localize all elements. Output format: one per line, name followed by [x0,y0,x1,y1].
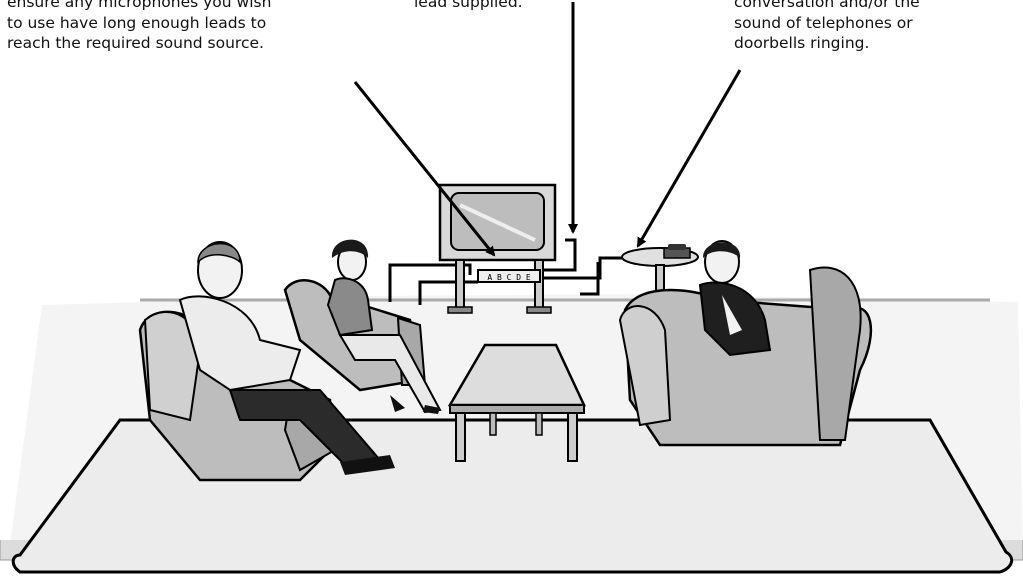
callout-conversation: conversation and/or the sound of telepho… [734,0,920,54]
connection-device: A B C D E [477,269,541,283]
callout-line: to use have long enough leads to [7,13,267,32]
woman-figure [326,239,442,414]
callout-line: lead supplied. [414,0,523,11]
television [438,183,557,314]
callout-line: conversation and/or the [734,0,920,11]
right-armchair [618,266,873,447]
arrow-to-telephone [636,69,742,248]
callout-lead-supplied: lead supplied. [414,0,523,13]
callout-line: reach the required sound source. [7,34,264,52]
callout-line: sound of telephones or [734,13,913,32]
callout-microphone-leads: ensure any microphones you wish to use h… [7,0,271,54]
man-figure [178,241,395,475]
callout-arrows [353,2,742,257]
arrow-to-device [353,81,496,257]
boy-figure [698,240,772,357]
coffee-table [447,343,586,462]
side-table-telephone [621,244,699,308]
device-label: A B C D E [487,273,531,282]
callout-line: ensure any microphones you wish [7,0,272,11]
callout-line: doorbells ringing. [734,34,870,52]
